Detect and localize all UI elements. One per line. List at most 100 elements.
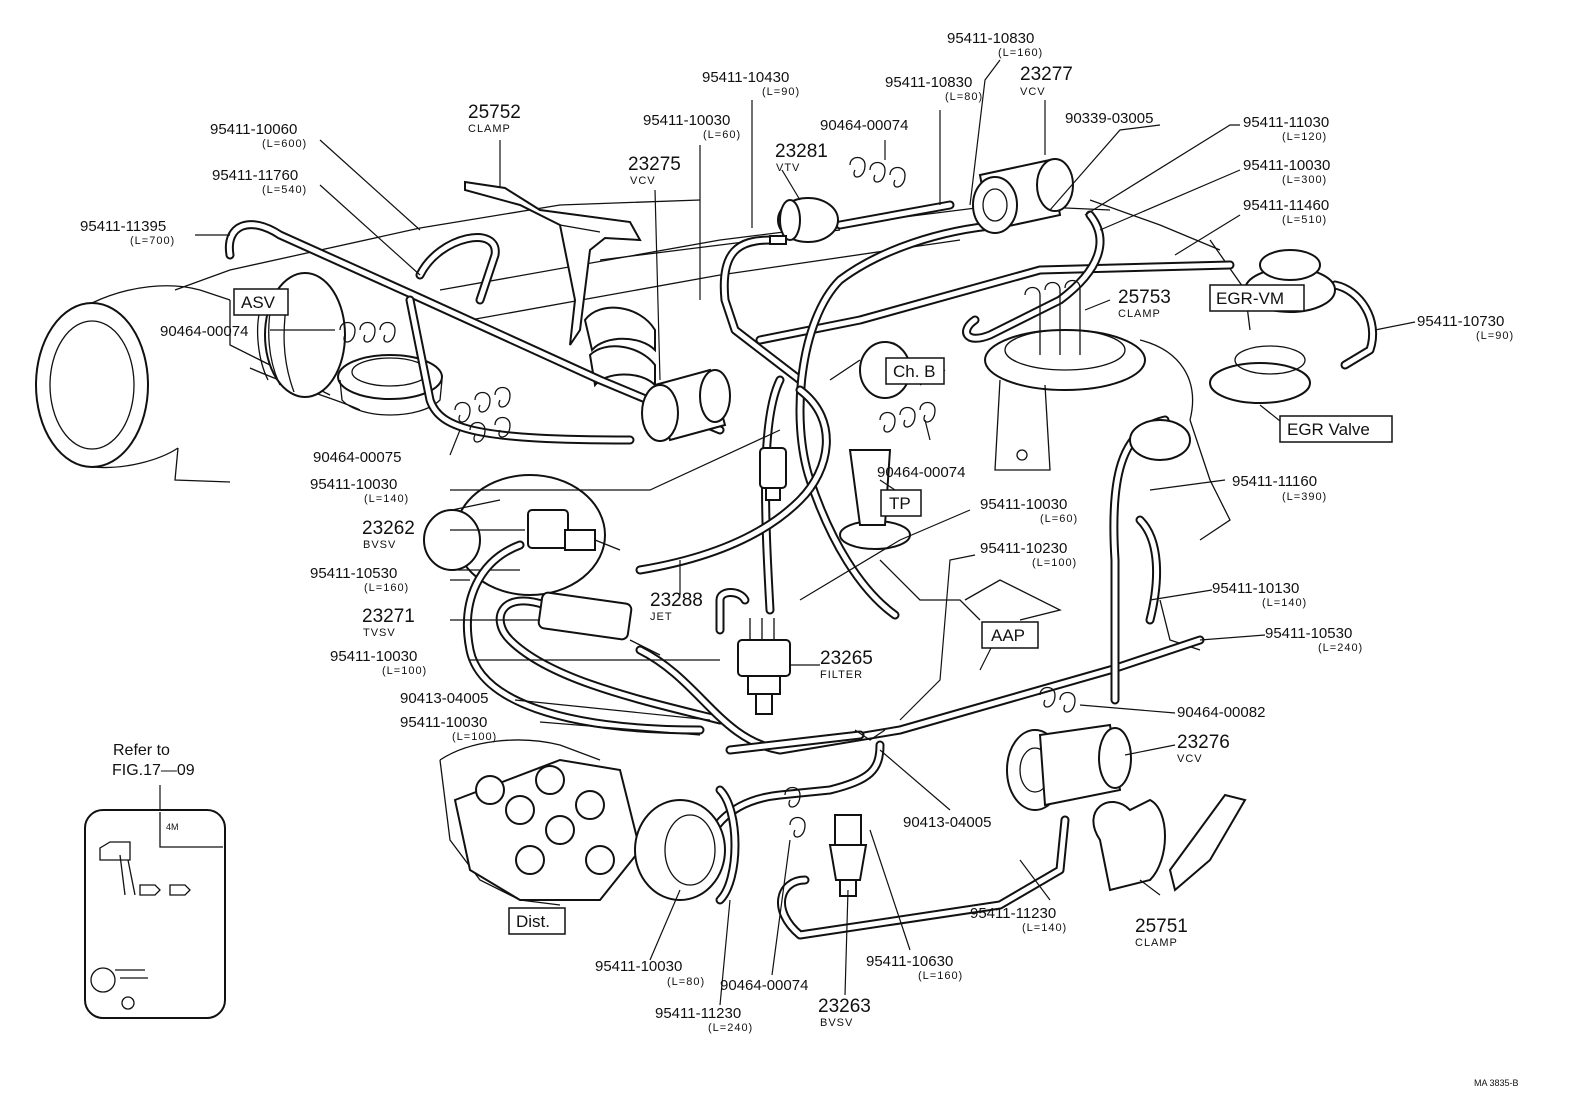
label-25752: 25752 — [468, 102, 521, 123]
label-90464-00074-c: 90464-00074 — [877, 464, 965, 481]
label-95411-11760-len: (L=540) — [262, 184, 307, 196]
label-23275: 23275 — [628, 154, 681, 175]
label-23263-sub: BVSV — [820, 1017, 853, 1029]
ch-b-box — [885, 357, 945, 385]
vtv-23281 — [769, 197, 839, 245]
egr-vm-component — [1209, 249, 1336, 404]
label-refer-to: Refer to — [113, 742, 170, 759]
label-23262: 23262 — [362, 518, 415, 539]
label-90464-00075: 90464-00075 — [313, 449, 401, 466]
label-95411-10530-a-len: (L=160) — [364, 582, 409, 594]
dist-box — [508, 907, 566, 935]
label-95411-11230-b: 95411-11230 — [655, 1005, 741, 1022]
label-23265-sub: FILTER — [820, 669, 863, 681]
label-95411-10030-d: 95411-10030 — [980, 496, 1067, 513]
label-95411-11230-a: 95411-11230 — [970, 905, 1056, 922]
tp-component — [839, 449, 911, 550]
label-23271-sub: TVSV — [363, 627, 396, 639]
label-95411-10630-len: (L=160) — [918, 970, 963, 982]
label-95411-10030-a-len: (L=60) — [703, 129, 741, 141]
label-25753-sub: CLAMP — [1118, 308, 1161, 320]
label-25752-sub: CLAMP — [468, 123, 511, 135]
label-doc-code: MA 3835-B — [1474, 1078, 1519, 1088]
label-95411-10030-b-len: (L=300) — [1282, 174, 1327, 186]
label-95411-10060: 95411-10060 — [210, 121, 297, 138]
label-95411-10030-e: 95411-10030 — [330, 648, 417, 665]
label-95411-10030-b: 95411-10030 — [1243, 157, 1330, 174]
label-95411-10830-b-len: (L=80) — [945, 91, 983, 103]
label-90464-00074-d: 90464-00074 — [720, 977, 808, 994]
bvsv-23262 — [527, 509, 621, 551]
label-95411-10030-g: 95411-10030 — [595, 958, 682, 975]
label-90464-00082: 90464-00082 — [1177, 704, 1265, 721]
leader-lines — [159, 59, 1416, 1006]
label-23281-sub: VTV — [776, 162, 800, 174]
label-egr-valve: EGR Valve — [1287, 420, 1370, 439]
label-23262-sub: BVSV — [363, 539, 396, 551]
label-95411-10530-b-len: (L=240) — [1318, 642, 1363, 654]
label-95411-10030-f-len: (L=100) — [452, 731, 497, 743]
label-egr-vm: EGR-VM — [1216, 289, 1284, 308]
label-90464-00074-b: 90464-00074 — [160, 323, 248, 340]
label-asv: ASV — [241, 293, 276, 312]
label-95411-10030-a: 95411-10030 — [643, 112, 730, 129]
crank-pulley — [35, 302, 149, 468]
label-95411-10030-d-len: (L=60) — [1040, 513, 1078, 525]
label-23288-sub: JET — [650, 611, 673, 623]
label-23288: 23288 — [650, 590, 703, 611]
label-95411-10030-e-len: (L=100) — [382, 665, 427, 677]
label-inset-4m: 4M — [166, 822, 179, 832]
jet-23288 — [759, 447, 787, 501]
asv-box — [233, 288, 289, 316]
label-ch-b: Ch. B — [893, 362, 936, 381]
label-25751: 25751 — [1135, 916, 1188, 937]
egr-valve-box — [1279, 415, 1393, 443]
label-95411-10030-f: 95411-10030 — [400, 714, 487, 731]
label-95411-10730-len: (L=90) — [1476, 330, 1514, 342]
label-aap: AAP — [991, 626, 1025, 645]
label-25753: 25753 — [1118, 287, 1171, 308]
vcv-23277 — [972, 158, 1074, 234]
label-95411-10130-len: (L=140) — [1262, 597, 1307, 609]
label-95411-10830-a: 95411-10830 — [947, 30, 1034, 47]
label-95411-10230: 95411-10230 — [980, 540, 1067, 557]
label-95411-10830-b: 95411-10830 — [885, 74, 972, 91]
label-25751-sub: CLAMP — [1135, 937, 1178, 949]
label-95411-11160-len: (L=390) — [1282, 491, 1327, 503]
label-95411-11460-len: (L=510) — [1282, 214, 1327, 226]
hose-clips — [339, 156, 1081, 838]
label-95411-10830-a-len: (L=160) — [998, 47, 1043, 59]
label-95411-11230-a-len: (L=140) — [1022, 922, 1067, 934]
label-23276-sub: VCV — [1177, 753, 1203, 765]
label-95411-10030-g-len: (L=80) — [667, 976, 705, 988]
label-95411-11395: 95411-11395 — [80, 218, 166, 235]
label-23263: 23263 — [818, 996, 871, 1017]
tp-box — [880, 489, 922, 517]
label-fig-ref: FIG.17—09 — [112, 762, 195, 779]
label-dist: Dist. — [516, 912, 550, 931]
label-95411-10730: 95411-10730 — [1417, 313, 1504, 330]
label-90413-04005-a: 90413-04005 — [400, 690, 488, 707]
part-labels: 95411-10830 (L=160) 95411-10430 (L=90) 9… — [80, 30, 1519, 1088]
label-95411-10530-a: 95411-10530 — [310, 565, 397, 582]
bvsv-23263 — [828, 814, 868, 897]
label-95411-11030-len: (L=120) — [1282, 131, 1327, 143]
label-95411-10030-c: 95411-10030 — [310, 476, 397, 493]
label-23277-sub: VCV — [1020, 86, 1046, 98]
label-95411-10430: 95411-10430 — [702, 69, 789, 86]
label-95411-10130: 95411-10130 — [1212, 580, 1299, 597]
label-95411-10630: 95411-10630 — [866, 953, 953, 970]
label-95411-10430-len: (L=90) — [762, 86, 800, 98]
distributor — [453, 758, 726, 901]
clamp-25752-bracket — [464, 180, 656, 388]
label-95411-11460: 95411-11460 — [1243, 197, 1329, 214]
label-95411-11760: 95411-11760 — [212, 167, 298, 184]
label-tp: TP — [889, 494, 911, 513]
label-95411-10060-len: (L=600) — [262, 138, 307, 150]
label-23281: 23281 — [775, 141, 828, 162]
tvsv-23271 — [537, 591, 661, 656]
aap-box — [981, 621, 1039, 649]
label-90413-04005-b: 90413-04005 — [903, 814, 991, 831]
label-90464-00074-a: 90464-00074 — [820, 117, 908, 134]
